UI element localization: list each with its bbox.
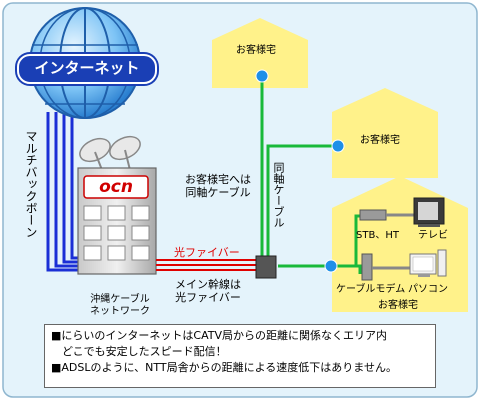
coax-lines [260,76,372,274]
home-label-top: お客様宅 [236,45,276,56]
pc-label: パソコン [408,284,448,295]
main-line-label: メイン幹線は 光ファイバー [175,278,241,305]
fiber-lines [156,259,258,271]
center-label: 沖縄ケーブル ネットワーク [90,294,150,317]
note-line-3: ■ADSLのように、NTT局舎からの距離による速度低下はありません。 [51,361,397,374]
backbone-label: マルチバックボーン [24,130,38,238]
modem-label: ケーブルモデム [336,284,406,295]
coax-label: 同軸ケーブル [272,162,285,228]
tv-icon [413,197,445,227]
internet-label: インターネット [17,54,157,84]
house-middle [332,88,438,178]
tv-label: テレビ [418,230,448,241]
connection-dots [255,69,345,273]
home-label-middle: お客様宅 [360,135,400,146]
notes-box: ■にらいのインターネットはCATV局からの距離に関係なくエリア内 どこでも安定し… [44,324,436,388]
ocn-building-icon [77,167,157,275]
stb-label: STB、HT [356,230,399,241]
junction-node-icon [255,255,277,279]
satellite-dish-icon [79,135,141,171]
stb-device-icon [359,209,414,221]
note-line-1: ■にらいのインターネットはCATV局からの距離に関係なくエリア内 [51,329,387,342]
modem-device-icon [361,253,410,281]
fiber-label: 光ファイバー [174,246,240,259]
pc-icon [409,249,447,277]
house-top [212,18,308,88]
ocn-logo: ocn [99,177,133,197]
home-label-bottom: お客様宅 [378,300,418,311]
to-home-coax-label: お客様宅へは 同軸ケーブル [185,173,251,200]
note-line-2: どこでも安定したスピード配信！ [51,345,227,358]
backbone-lines [46,112,80,272]
